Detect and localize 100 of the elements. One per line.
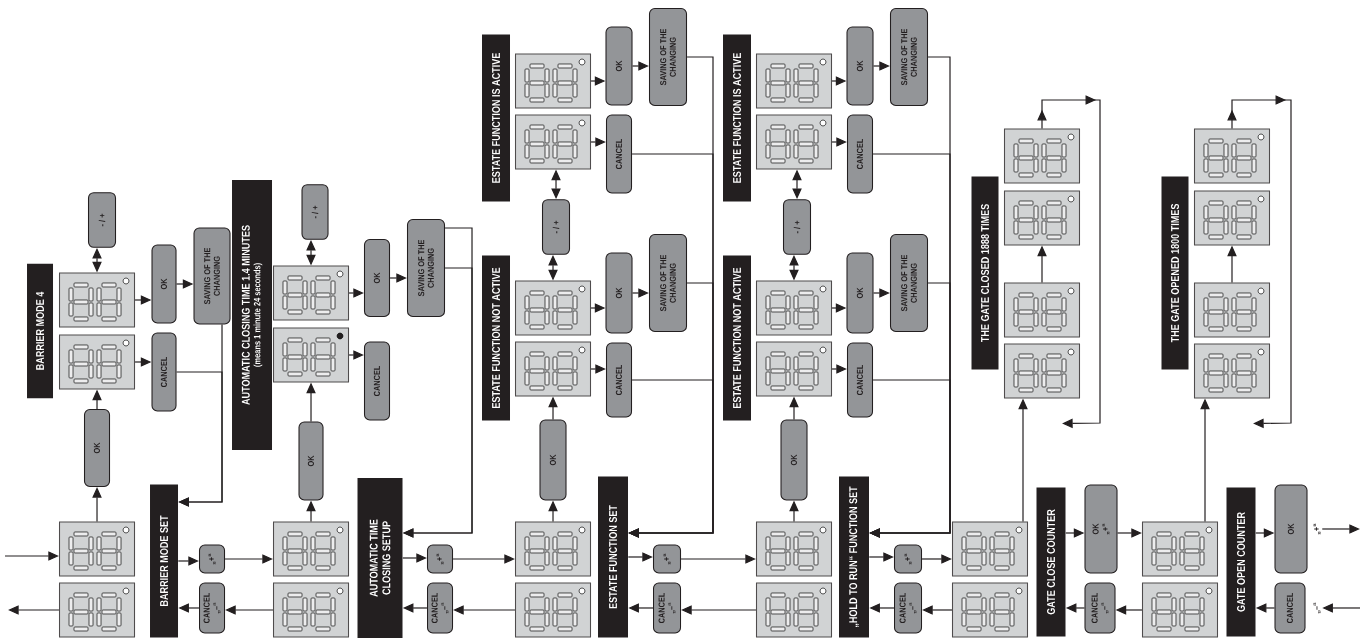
loop-arrow — [1227, 95, 1292, 429]
push-button: SAVING OF THE CHANGING — [889, 233, 929, 333]
title-band: AUTOMATIC TIME CLOSING SETUP — [357, 478, 403, 638]
title-band: THE GATE CLOSED 1888 TIMES — [971, 176, 999, 370]
seven-segment-display — [755, 341, 833, 397]
push-button: „+“ — [893, 544, 923, 574]
push-button: CANCEL — [846, 114, 874, 194]
push-button: CANCEL „–“ — [1084, 582, 1116, 634]
arrow — [389, 273, 407, 283]
seven-segment-display — [272, 265, 350, 321]
seven-segment-display — [514, 280, 592, 336]
seven-segment-display — [514, 53, 592, 109]
push-button: CANCEL — [151, 332, 177, 412]
title-band: GATE CLOSE COUNTER — [1036, 487, 1066, 637]
arrow — [348, 350, 364, 360]
seven-segment-display — [58, 582, 136, 638]
arrow — [453, 605, 516, 615]
title-band: „HOLD TO RUN“ FUNCTION SET — [839, 476, 869, 638]
seven-segment-display — [755, 521, 833, 577]
push-button: OK — [846, 26, 874, 106]
seven-segment-display — [1003, 128, 1081, 184]
seven-segment-display — [1193, 128, 1271, 184]
seven-segment-display — [1003, 343, 1081, 399]
title-band: BARRIER MODE SET — [150, 484, 178, 638]
push-button: CANCEL „–“ — [426, 582, 454, 634]
seven-segment-display — [58, 334, 136, 390]
hint-text: „+“ — [1313, 523, 1321, 535]
arrow — [831, 364, 847, 374]
seven-segment-display — [951, 582, 1029, 638]
arrow — [452, 554, 515, 564]
push-button: „+“ — [652, 544, 682, 574]
seven-segment-display — [514, 341, 592, 397]
seven-segment-display — [755, 53, 833, 109]
push-button: OK — [298, 421, 324, 501]
seven-segment-display — [272, 327, 350, 383]
seven-segment-display — [951, 521, 1029, 577]
push-button: CANCEL — [846, 342, 874, 418]
seven-segment-display — [1141, 521, 1219, 577]
title-band: GATE OPEN COUNTER — [1226, 487, 1256, 637]
seven-segment-display — [514, 521, 592, 577]
arrow — [872, 61, 890, 71]
arrow — [92, 487, 102, 523]
arrow — [402, 553, 427, 563]
title-band: ESTATE FUNCTION IS ACTIVE — [482, 34, 510, 202]
push-button: SAVING OF THE CHANGING — [648, 233, 688, 333]
hint-text: „–“ — [1313, 602, 1321, 614]
seven-segment-display — [1193, 282, 1271, 338]
push-button: CANCEL „–“ — [198, 582, 226, 634]
seven-segment-display — [58, 272, 136, 328]
arrow — [224, 554, 273, 564]
push-button: OK — [605, 252, 633, 334]
push-button: OK — [1274, 484, 1308, 574]
push-button: - / + — [301, 184, 329, 240]
push-button: OK — [780, 419, 808, 501]
push-button: OK — [846, 252, 874, 334]
push-button: - / + — [782, 199, 812, 255]
arrow — [175, 371, 223, 507]
arrow — [872, 288, 890, 298]
seven-segment-display — [755, 280, 833, 336]
seven-segment-display — [58, 521, 136, 577]
arrow — [4, 551, 59, 561]
arrow — [868, 552, 894, 562]
push-button: - / + — [88, 192, 117, 248]
arrow — [225, 605, 274, 615]
loop-arrow — [1037, 95, 1101, 429]
push-button: SAVING OF THE CHANGING — [889, 7, 929, 107]
push-button: CANCEL „–“ — [893, 582, 923, 634]
push-button: OK — [363, 238, 391, 318]
push-button: CANCEL — [1274, 582, 1306, 634]
push-button: CANCEL „–“ — [652, 582, 682, 634]
push-button: OK — [84, 408, 111, 488]
title-band: ESTATE FUNCTION NOT ACTIVE — [723, 255, 751, 421]
arrow — [680, 554, 756, 564]
push-button: SAVING OF THE CHANGING — [406, 218, 446, 318]
arrow — [177, 556, 199, 566]
arrow — [631, 61, 649, 71]
arrow — [627, 552, 653, 562]
arrow — [1116, 528, 1142, 538]
seven-segment-display — [514, 114, 592, 170]
title-band: THE GATE OPENED 1800 TIMES — [1161, 176, 1189, 370]
push-button: SAVING OF THE CHANGING — [193, 227, 231, 325]
push-button: - / + — [541, 199, 571, 255]
seven-segment-display — [755, 114, 833, 170]
title-band: BARRIER MODE 4 — [27, 263, 53, 399]
arrow — [681, 605, 757, 615]
push-button: OK „+“ — [1084, 484, 1118, 574]
seven-segment-display — [1193, 343, 1271, 399]
arrow — [922, 605, 953, 615]
arrow — [590, 364, 606, 374]
arrow — [631, 288, 649, 298]
seven-segment-display — [1141, 582, 1219, 638]
push-button: „+“ — [426, 544, 454, 574]
push-button: SAVING OF THE CHANGING — [648, 7, 688, 107]
title-band: ESTATE FUNCTION IS ACTIVE — [723, 34, 751, 202]
push-button: OK — [605, 26, 633, 106]
seven-segment-display — [514, 582, 592, 638]
title-band: ESTATE FUNCTION SET — [598, 476, 628, 638]
seven-segment-display — [755, 582, 833, 638]
arrow — [590, 137, 606, 147]
push-button: CANCEL — [605, 342, 633, 418]
